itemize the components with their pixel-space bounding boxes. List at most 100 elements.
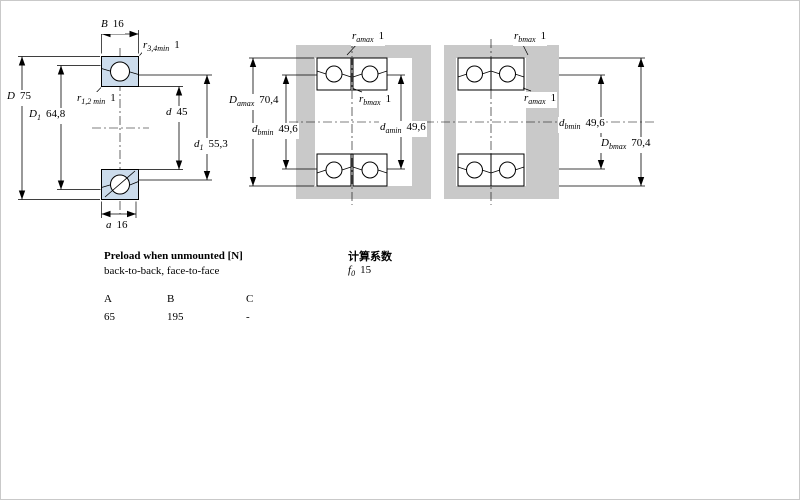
symbol: D: [601, 137, 609, 149]
value: 1: [550, 92, 557, 104]
calc-factors-title: 计算系数: [348, 250, 392, 263]
value: 1: [385, 93, 392, 105]
dim-label-a: a 16: [105, 219, 129, 235]
subscript: bmin: [564, 122, 581, 131]
value: 15: [360, 264, 372, 276]
subscript: 1,2 min: [81, 97, 106, 106]
extension-lines: [521, 42, 645, 187]
ball: [466, 65, 483, 83]
preload-col-C: C: [246, 293, 254, 305]
housing-bottom: [296, 186, 431, 199]
housing-top: [296, 45, 431, 58]
subscript: bmax: [608, 142, 627, 151]
dim-label-rbmax: rbmax 1: [358, 93, 393, 109]
value: 1: [378, 30, 385, 42]
extension-lines: [249, 42, 405, 187]
symbol: r: [77, 92, 82, 104]
preload-value-C: -: [246, 311, 250, 323]
value: 70,4: [631, 137, 651, 149]
dim-label-d1: d1 55,3: [193, 138, 229, 154]
subscript: 1: [199, 143, 204, 152]
dim-label-ramax: ramax 1: [351, 30, 386, 46]
value: 70,4: [259, 94, 279, 106]
ball: [361, 65, 379, 83]
ball: [361, 161, 379, 179]
value: 45: [176, 106, 188, 118]
value: 55,3: [208, 138, 228, 150]
value: 49,6: [278, 123, 298, 135]
ball: [466, 161, 483, 179]
value: 49,6: [406, 121, 426, 133]
dim-label-ramax-right: ramax 1: [523, 92, 558, 108]
preload-value-A: 65: [104, 311, 115, 323]
value: 1: [540, 30, 547, 42]
shoulder-left: [296, 45, 315, 199]
subscript: amax: [528, 97, 546, 106]
subscript: 0: [351, 269, 356, 278]
raceway-lines: [316, 70, 388, 78]
value: 16: [112, 18, 124, 30]
symbol: a: [106, 219, 112, 231]
symbol: f: [348, 264, 352, 276]
dim-label-damin: damin 49,6: [379, 121, 427, 137]
symbol: r: [514, 30, 519, 42]
dim-label-D1: D1 64,8: [28, 108, 67, 124]
symbol: D: [229, 94, 237, 106]
dim-label-Damax: Damax 70,4: [228, 94, 280, 110]
ball: [499, 161, 516, 179]
symbol: d: [194, 138, 200, 150]
symbol: r: [143, 39, 148, 51]
subscript: 1: [36, 113, 41, 122]
value: 16: [116, 219, 128, 231]
symbol: r: [352, 30, 357, 42]
dim-label-B: B 16: [100, 18, 125, 34]
symbol: r: [359, 93, 364, 105]
preload-title: Preload when unmounted [N]: [104, 250, 243, 262]
raceway-lines: [316, 166, 388, 174]
preload-value-B: 195: [167, 311, 184, 323]
symbol: B: [101, 18, 108, 30]
subscript: amax: [356, 35, 374, 44]
dim-label-dbmin-right: dbmin 49,6: [558, 117, 606, 133]
dim-label-Dbmax: Dbmax 70,4: [600, 137, 652, 153]
bearing-section: [316, 153, 352, 187]
subscript: amax: [236, 99, 255, 108]
symbol: d: [380, 121, 386, 133]
symbol: d: [559, 117, 565, 129]
preload-col-A: A: [104, 293, 112, 305]
symbol: d: [252, 123, 258, 135]
subscript: bmax: [518, 35, 536, 44]
back-to-back-mounting-figure: [249, 39, 438, 205]
subscript: 3,4min: [147, 44, 170, 53]
ball: [499, 65, 516, 83]
contact-angle-line: [104, 170, 136, 198]
value: 64,8: [45, 108, 66, 120]
dim-label-d: d 45: [165, 106, 189, 122]
dim-label-r34: r3,4min 1: [142, 39, 181, 55]
raceway-lines: [457, 70, 525, 78]
symbol: D: [29, 108, 37, 120]
face-to-face-mounting-figure: [441, 39, 657, 205]
raceway-lines: [457, 166, 525, 174]
subscript: amin: [385, 126, 402, 135]
raceway-lines-bottom: [101, 181, 139, 188]
value: 1: [174, 39, 180, 51]
dim-label-rbmax-right: rbmax 1: [513, 30, 548, 46]
symbol: d: [166, 106, 172, 118]
symbol: r: [524, 92, 529, 104]
ball-top: [110, 61, 130, 82]
ball: [325, 65, 343, 83]
raceway-lines-top: [101, 68, 139, 75]
f0-factor: f0 15: [347, 264, 372, 280]
bearing-section: [457, 153, 492, 187]
value: 49,6: [585, 117, 605, 129]
single-bearing-figure: [18, 30, 212, 218]
value: 75: [19, 90, 31, 102]
preload-col-B: B: [167, 293, 175, 305]
subscript: bmax: [363, 98, 381, 107]
value: 1: [110, 92, 116, 104]
dim-label-r12: r1,2 min 1: [76, 92, 117, 108]
